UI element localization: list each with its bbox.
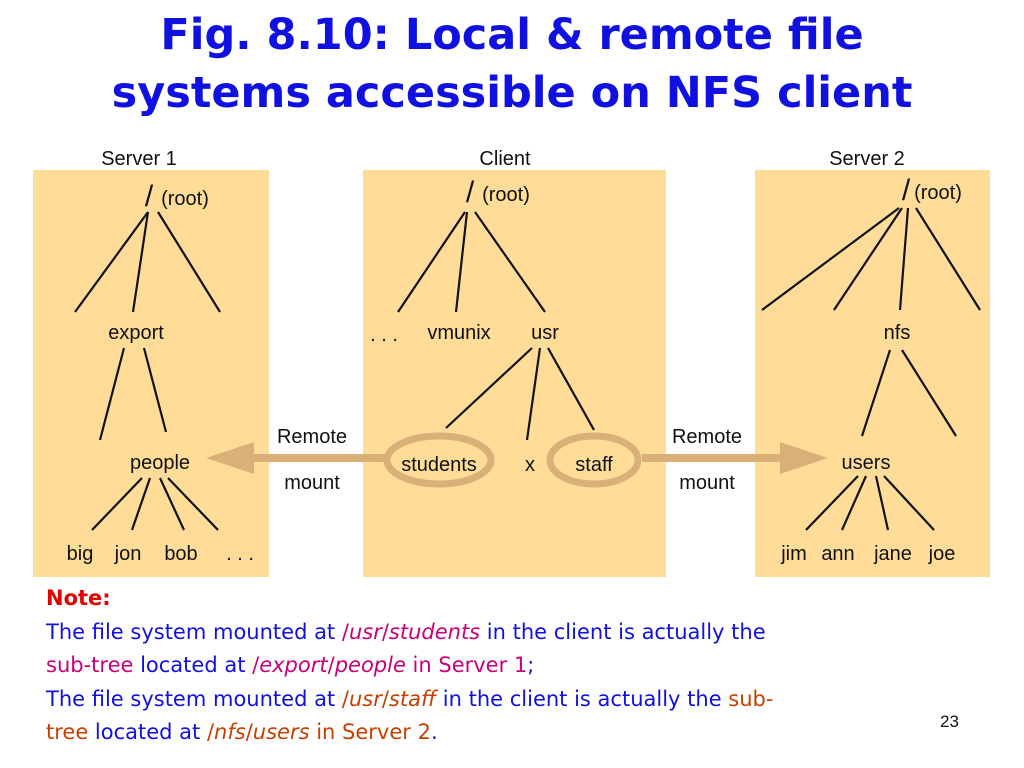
server1-edges [74, 211, 221, 531]
server1-leaf-bob: bob [164, 543, 198, 565]
server1-leaf-big: big [66, 543, 94, 565]
page-number: 23 [940, 712, 959, 731]
edge [761, 207, 900, 311]
server1-heading: Server 1 [101, 148, 177, 170]
client-usr-label: usr [531, 322, 559, 344]
edge [131, 211, 150, 313]
edge [547, 347, 595, 431]
server2-root-slash: / [901, 174, 911, 207]
client-x-label: x [525, 454, 535, 476]
server2-leaf-jim: jim [781, 543, 807, 565]
note-line-3: The file system mounted at /usr/staff in… [46, 686, 774, 711]
server2-root-label: (root) [914, 182, 962, 204]
edge [474, 211, 546, 313]
server1-people-label: people [129, 452, 191, 474]
left-mount-label-2: mount [284, 472, 340, 494]
note-block: Note: The file system mounted at /usr/st… [46, 582, 986, 750]
right-mount-arrowhead [780, 442, 828, 474]
edge [840, 475, 868, 531]
client-heading: Client [479, 148, 531, 170]
note-line-2: sub-tree located at /export/people in Se… [46, 653, 535, 677]
left-mount-label-1: Remote [276, 426, 348, 448]
edge [898, 207, 910, 311]
right-mount-label-1: Remote [671, 426, 743, 448]
edge [91, 477, 143, 531]
server1-export-label: export [108, 322, 164, 344]
client-vmunix-label: vmunix [427, 322, 491, 344]
edge [397, 211, 466, 313]
server2-leaf-ann: ann [821, 543, 855, 565]
edge [157, 211, 221, 313]
note-line-4: tree located at /nfs/users in Server 2. [46, 720, 438, 744]
server2-heading: Server 2 [829, 148, 905, 170]
client-panel [363, 170, 666, 577]
edge [874, 475, 890, 531]
edge [901, 349, 957, 437]
left-mount-arrowhead [206, 442, 254, 474]
client-students-label: students [401, 454, 477, 476]
title-line-1: Fig. 8.10: Local & remote file [160, 10, 864, 60]
server2-edges [761, 207, 981, 531]
edge [915, 207, 981, 311]
server1-root-label: (root) [161, 188, 209, 210]
edge [445, 347, 533, 429]
edge [525, 347, 542, 441]
server1-leaf-jon: jon [114, 543, 142, 565]
note-label: Note: [46, 586, 111, 610]
edge [805, 475, 859, 531]
edge [159, 477, 185, 531]
server2-leaf-jane: jane [874, 543, 912, 565]
client-staff-label: staff [575, 454, 613, 476]
server2-users-label: users [841, 452, 891, 474]
edge [454, 211, 469, 313]
edge [98, 347, 126, 441]
server1-root-slash: / [144, 180, 154, 213]
server2-panel [755, 170, 990, 577]
client-dots-label: . . . [370, 324, 398, 346]
edge [130, 477, 152, 531]
title-line-2: systems accessible on NFS client [111, 68, 913, 118]
mount-arrows [206, 432, 828, 488]
server2-nfs-label: nfs [883, 322, 911, 344]
staff-ellipse [546, 432, 642, 488]
client-root-slash: / [465, 176, 475, 209]
client-root-label: (root) [482, 184, 530, 206]
edge [142, 347, 168, 433]
edge [74, 211, 149, 313]
server2-leaf-joe: joe [928, 543, 956, 565]
edge [833, 207, 903, 311]
students-ellipse [383, 432, 495, 488]
server1-leaf-more: . . . [226, 543, 254, 565]
page-title: Fig. 8.10: Local & remote file systems a… [0, 6, 1024, 122]
note-line-1: The file system mounted at /usr/students… [46, 619, 766, 644]
right-mount-label-2: mount [679, 472, 735, 494]
edge [883, 475, 935, 531]
edge [167, 477, 219, 531]
edge [860, 349, 892, 437]
client-edges [397, 211, 595, 441]
